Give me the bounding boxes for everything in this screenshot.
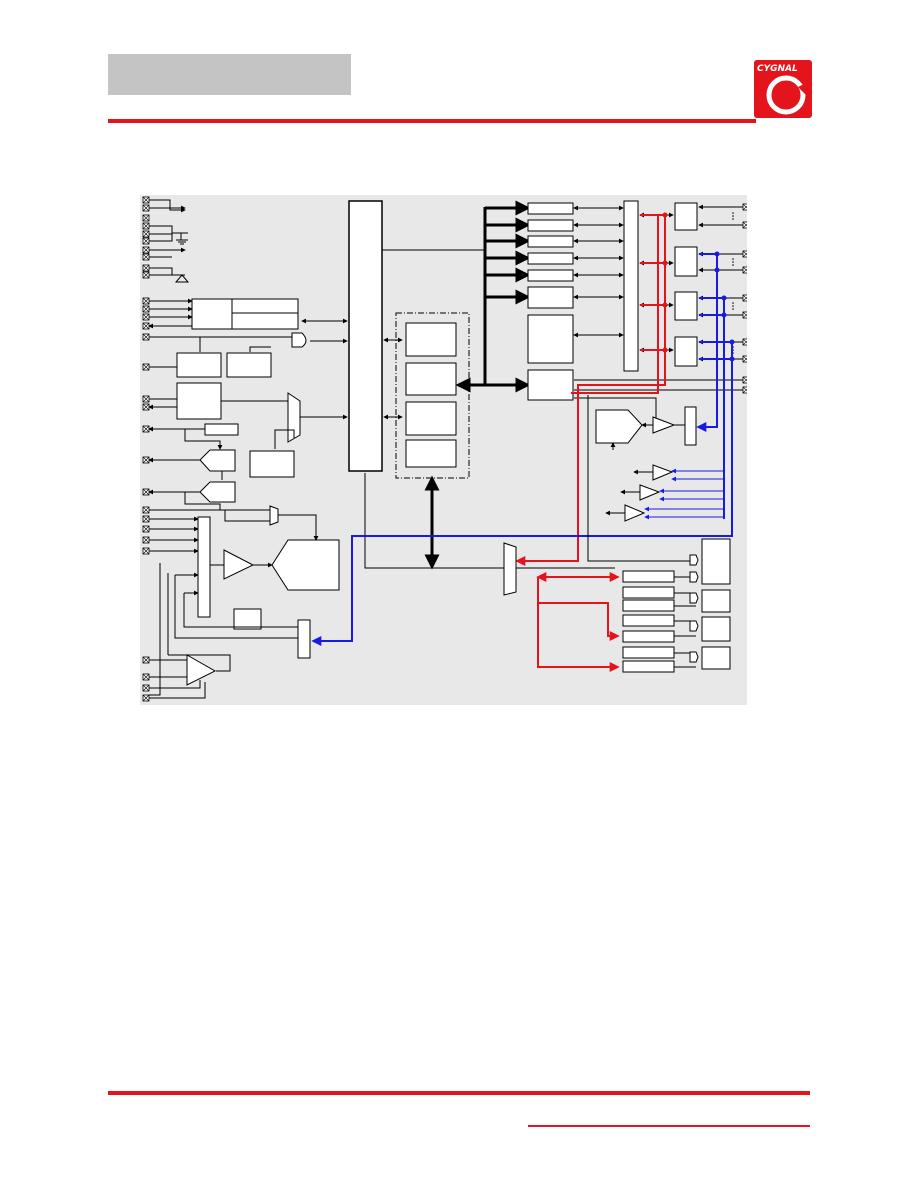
crossbar	[623, 200, 639, 372]
cygnal-logo-icon	[754, 60, 812, 118]
smbus-block	[527, 219, 574, 232]
xram-block	[405, 439, 457, 468]
port-latch-block	[527, 314, 574, 364]
sfr-block	[405, 401, 457, 436]
int-osc-block	[249, 450, 295, 478]
timer-block	[527, 269, 574, 282]
header-title-box	[108, 54, 351, 95]
timer-2-block	[527, 286, 574, 309]
footer-rule-thin	[528, 1125, 810, 1127]
vref-mux	[297, 619, 311, 659]
flash-block	[405, 322, 457, 357]
port-0-block	[674, 202, 698, 231]
pca-block	[527, 252, 574, 265]
spi-block	[527, 235, 574, 248]
core-bus	[348, 200, 383, 472]
uart-block	[527, 202, 574, 215]
logo-text: CYGNAL	[757, 64, 798, 74]
header-rule	[108, 119, 756, 123]
footer-rule-thick	[108, 1091, 810, 1095]
jtag-block	[148, 298, 348, 330]
por-block	[176, 352, 222, 378]
vdd-monitor-block	[226, 352, 272, 378]
memory-group	[395, 312, 470, 479]
port-3-block	[674, 336, 698, 367]
cygnal-logo: CYGNAL	[754, 60, 812, 118]
block-diagram	[140, 195, 747, 705]
ram-block	[405, 362, 457, 396]
emif-block	[527, 369, 574, 401]
oscillator-block	[176, 382, 222, 420]
port-1-block	[674, 246, 698, 277]
port-2-block	[674, 291, 698, 321]
